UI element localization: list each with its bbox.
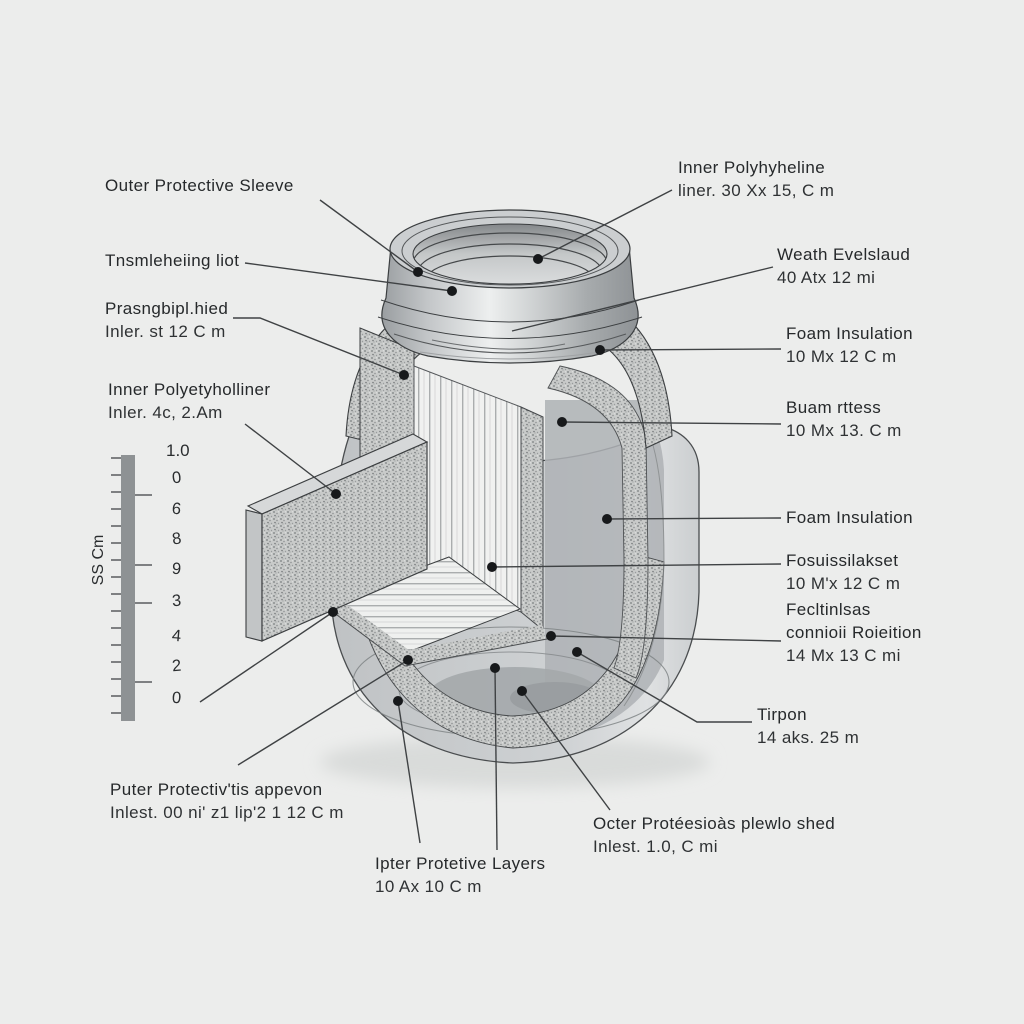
label-title: Tnsmleheiing liot	[105, 251, 240, 270]
cross-section-slab	[245, 433, 429, 642]
label-title: Buam rttess	[786, 398, 882, 417]
label-title: Puter Protectiv'tis appevon	[110, 780, 323, 799]
label-title: Fecltinlsas	[786, 600, 871, 619]
ruler: 1.0 0 6 8 9 3 4 2 0 SS Cm	[90, 441, 190, 721]
label-title: Tirpon	[757, 705, 807, 724]
ruler-mark: 4	[171, 627, 182, 646]
leader-foam-mid	[606, 517, 782, 520]
leader-outer-sleeve	[319, 199, 419, 273]
label-title: Foam Insulation	[786, 324, 913, 343]
label-octer-protessioas: Octer Protéesioàs plewlo shed Inlest. 1.…	[593, 812, 835, 858]
label-title: Fosuissilakset	[786, 551, 899, 570]
label-buamrtess: Buam rttess 10 Mx 13. C m	[786, 396, 902, 442]
leader-tirpon	[576, 651, 752, 723]
ruler-bar	[121, 455, 135, 721]
ruler-top-mark: 1.0	[166, 441, 190, 460]
label-inner-polyetyholliner: Inner Polyetyholliner Inler. 4c, 2.Am	[108, 378, 270, 424]
label-title: Prasngbipl.hied	[105, 299, 229, 318]
label-dimensions: 14 Mx 13 C mi	[786, 646, 901, 665]
label-inner-polyhyheline: Inner Polyhyheline liner. 30 Xx 15, C m	[678, 156, 834, 202]
label-title: Octer Protéesioàs plewlo shed	[593, 814, 836, 833]
leader-puter-b	[237, 659, 409, 766]
leader-ipter-a	[494, 667, 498, 851]
leader-weath	[511, 266, 774, 332]
label-title: Outer Protective Sleeve	[105, 176, 294, 195]
label-dimensions: 10 Ax 10 C m	[375, 877, 482, 896]
leader-fecltinlsas	[550, 635, 782, 642]
label-dimensions: Inlest. 00 ni' z1 lip'2 1 12 C m	[110, 803, 344, 822]
label-dimensions: 10 M'x 12 C m	[786, 574, 901, 593]
ruler-unit-label: SS Cm	[90, 535, 107, 586]
label-dimensions: Inlest. 1.0, C mi	[593, 837, 718, 856]
label-title: Weath Evelslaud	[777, 245, 911, 264]
ruler-major-ticks	[135, 494, 152, 683]
leader-inner-poly-left	[244, 423, 337, 495]
slab-front-face	[261, 441, 428, 642]
label-dimensions: Inler. st 12 C m	[105, 322, 226, 341]
label-title: Inner Polyetyholliner	[108, 380, 271, 399]
ruler-mark: 3	[171, 592, 181, 611]
leader-octer	[521, 690, 611, 811]
leader-tnsmleheiing	[244, 262, 453, 292]
cutaway-right-rim	[520, 406, 544, 632]
label-dimensions: liner. 30 Xx 15, C m	[678, 181, 835, 200]
label-ipter-protetive-layers: Ipter Protetive Layers 10 Ax 10 C m	[375, 852, 545, 898]
label-prasngbipl: Prasngbipl.hied Inler. st 12 C m	[105, 297, 228, 343]
leader-prasngbipl	[233, 317, 405, 376]
leader-ipter-b	[397, 700, 421, 844]
label-puter-protectiv: Puter Protectiv'tis appevon Inlest. 00 n…	[110, 778, 344, 824]
label-dimensions: 40 Atx 12 mi	[777, 268, 876, 287]
label-dimensions: 14 aks. 25 m	[757, 728, 860, 747]
label-weath-evelslaud: Weath Evelslaud 40 Atx 12 mi	[777, 243, 910, 289]
label-title: Ipter Protetive Layers	[375, 854, 546, 873]
jar-neck	[377, 209, 643, 364]
label-subtitle: connioii Roieition	[786, 623, 922, 642]
label-dimensions: 10 Mx 12 C m	[786, 347, 897, 366]
leader-foam-top	[599, 348, 782, 351]
leader-dots	[328, 254, 612, 706]
label-dimensions: Inler. 4c, 2.Am	[108, 403, 223, 422]
label-foam-insulation-mid: Foam Insulation	[786, 506, 913, 529]
ruler-mark: 9	[171, 560, 182, 579]
label-outer-protective-sleeve: Outer Protective Sleeve	[105, 174, 294, 197]
label-foam-insulation-top: Foam Insulation 10 Mx 12 C m	[786, 322, 913, 368]
ruler-mark: 0	[171, 689, 181, 708]
leader-fosuiss	[491, 563, 782, 568]
label-title: Foam Insulation	[786, 508, 913, 527]
ruler-mark: 2	[171, 657, 182, 676]
ruler-minor-ticks	[111, 457, 121, 714]
ruler-mark: 6	[171, 500, 182, 519]
leader-puter-a	[199, 611, 334, 703]
label-fosuissilakset: Fosuissilakset 10 M'x 12 C m	[786, 549, 900, 595]
label-dimensions: 10 Mx 13. C m	[786, 421, 902, 440]
ruler-mark: 0	[171, 469, 182, 488]
slab-side-face	[245, 509, 263, 642]
ruler-mark: 8	[171, 529, 183, 548]
label-fecltinlsas: Fecltinlsas connioii Roieition 14 Mx 13 …	[786, 598, 922, 667]
leader-lines	[199, 189, 782, 851]
label-title: Inner Polyhyheline	[678, 158, 826, 177]
leader-inner-poly-right	[537, 189, 673, 260]
neck-mouth-opening	[412, 223, 608, 285]
leader-buamrtess	[561, 421, 782, 425]
label-tnsmleheiing-liot: Tnsmleheiing liot	[105, 249, 239, 272]
label-tirpon: Tirpon 14 aks. 25 m	[757, 703, 859, 749]
